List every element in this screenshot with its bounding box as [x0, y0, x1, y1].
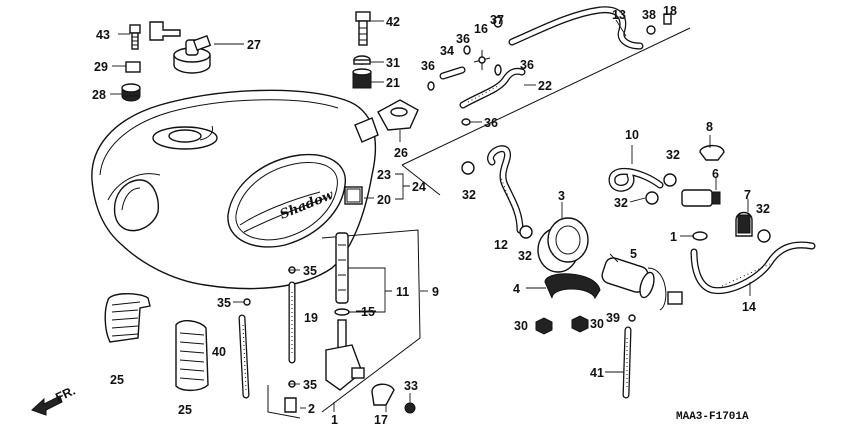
- callout-21: 21: [386, 76, 400, 90]
- callout-20: 20: [377, 193, 391, 207]
- callout-17: 17: [374, 413, 388, 427]
- callout-18: 18: [663, 4, 677, 18]
- callout-11: 11: [396, 285, 409, 299]
- callout-22: 22: [538, 79, 552, 93]
- callout-36-e: 36: [484, 116, 498, 130]
- callout-1-a: 1: [670, 230, 677, 244]
- callout-34: 34: [440, 44, 454, 58]
- callout-labels: 43 27 29 28 42 31 21 26 23 24 20 34 36 1…: [53, 4, 770, 427]
- fuel-pump-assembly: [461, 144, 816, 399]
- tank-pad: [344, 186, 363, 205]
- fuel-tank: Shadow: [91, 89, 379, 290]
- callout-29: 29: [94, 60, 108, 74]
- callout-32-a: 32: [666, 148, 680, 162]
- callout-16: 16: [474, 22, 488, 36]
- callout-2: 2: [308, 402, 315, 416]
- callout-27: 27: [247, 38, 261, 52]
- callout-40: 40: [212, 345, 226, 359]
- callout-3: 3: [558, 189, 565, 203]
- callout-31: 31: [386, 56, 400, 70]
- callout-15: 15: [361, 305, 375, 319]
- callout-32-b: 32: [756, 202, 770, 216]
- callout-10: 10: [625, 128, 639, 142]
- knee-pads: [104, 293, 209, 392]
- callout-14: 14: [742, 300, 756, 314]
- callout-35-b: 35: [217, 296, 231, 310]
- callout-28: 28: [92, 88, 106, 102]
- callout-30-b: 30: [590, 317, 604, 331]
- fuel-valve-assembly: [238, 229, 421, 419]
- callout-4: 4: [513, 282, 520, 296]
- tank-mount-parts: [352, 11, 419, 131]
- callout-25-b: 25: [178, 403, 192, 417]
- callout-42: 42: [386, 15, 400, 29]
- callout-37: 37: [490, 13, 504, 27]
- callout-35-c: 35: [303, 378, 317, 392]
- leader-lines: [110, 19, 751, 412]
- callout-1-b: 1: [331, 413, 338, 427]
- callout-5: 5: [630, 247, 637, 261]
- callout-39: 39: [606, 311, 620, 325]
- fuel-cap-assembly: [121, 21, 212, 102]
- callout-32-e: 32: [518, 249, 532, 263]
- callout-8: 8: [706, 120, 713, 134]
- callout-13: 13: [612, 8, 626, 22]
- callout-19: 19: [304, 311, 318, 325]
- callout-36-b: 36: [421, 59, 435, 73]
- callout-32-c: 32: [462, 188, 476, 202]
- callout-30-a: 30: [514, 319, 528, 333]
- callout-33: 33: [404, 379, 418, 393]
- callout-12: 12: [494, 238, 508, 252]
- callout-6: 6: [712, 167, 719, 181]
- front-direction-label: FR.: [53, 384, 77, 405]
- callout-32-d: 32: [614, 196, 628, 210]
- callout-41: 41: [590, 366, 604, 380]
- diagram-code: MAA3-F1701A: [676, 411, 749, 423]
- callout-9: 9: [432, 285, 439, 299]
- callout-24: 24: [412, 180, 426, 194]
- breather-hoses: [401, 6, 691, 196]
- callout-38: 38: [642, 8, 656, 22]
- callout-26: 26: [394, 146, 408, 160]
- front-direction-arrow: [31, 395, 63, 416]
- callout-7: 7: [744, 188, 751, 202]
- callout-23: 23: [377, 168, 391, 182]
- callout-43: 43: [96, 28, 110, 42]
- callout-35-a: 35: [303, 264, 317, 278]
- callout-25-a: 25: [110, 373, 124, 387]
- callout-36-a: 36: [456, 32, 470, 46]
- callout-36-c: 36: [520, 58, 534, 72]
